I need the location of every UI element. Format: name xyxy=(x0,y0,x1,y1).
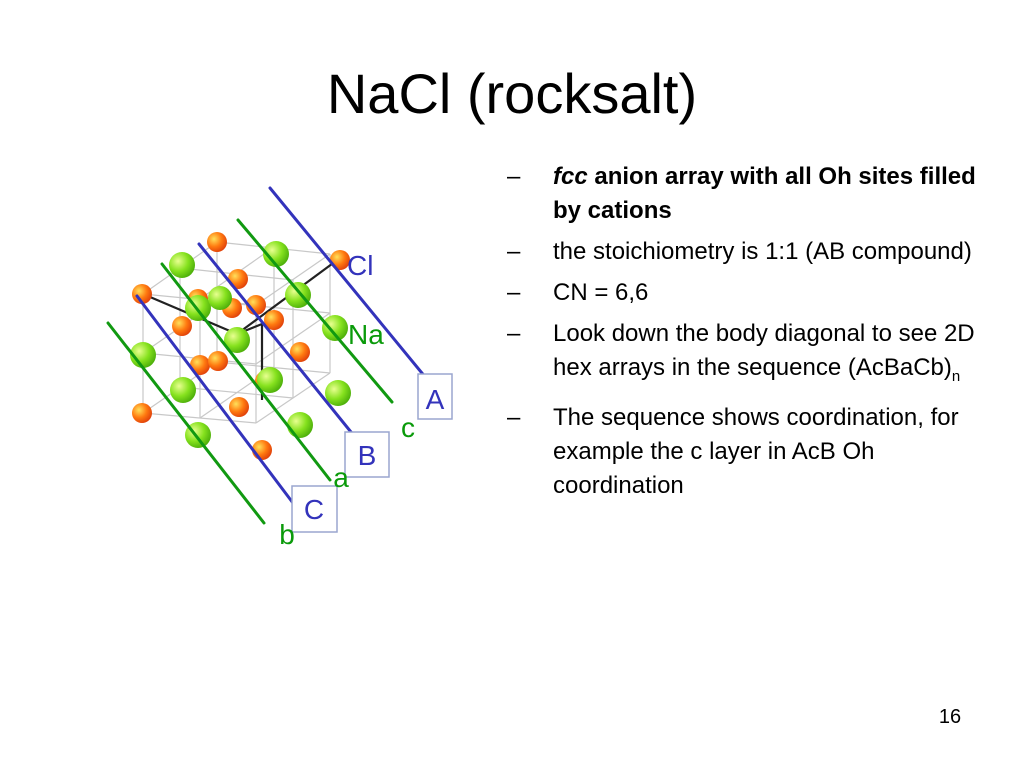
bullet-item-fcc: – fcc anion array with all Oh sites fille… xyxy=(494,160,994,228)
bullet-item-stoichiometry: – the stoichiometry is 1:1 (AB compound) xyxy=(494,235,994,269)
cl-label: Cl xyxy=(347,250,373,281)
bullet-text-body-diagonal: Look down the body diagonal to see 2D he… xyxy=(553,320,975,381)
bullet-dash: – xyxy=(507,163,521,190)
bullet-list: – fcc anion array with all Oh sites fille… xyxy=(494,160,994,510)
layer-line-B xyxy=(197,242,357,439)
bullet-text-stoichiometry: the stoichiometry is 1:1 (AB compound) xyxy=(553,238,972,265)
bullet-dash: – xyxy=(507,404,521,431)
bullet-dash: – xyxy=(507,238,521,265)
na-label: Na xyxy=(348,319,384,350)
bullet-item-body-diagonal: – Look down the body diagonal to see 2D h… xyxy=(494,317,994,394)
bullet-text-sequence: The sequence shows coordination, for exa… xyxy=(553,404,959,499)
layer-label-anion-C: C xyxy=(304,494,324,525)
layer-label-cation-a: a xyxy=(333,462,349,493)
bullet-dash: – xyxy=(507,279,521,306)
slide-title: NaCl (rocksalt) xyxy=(326,62,698,125)
layer-line-C xyxy=(135,294,298,509)
layer-line-c xyxy=(236,218,394,404)
layer-planes xyxy=(106,186,428,525)
layer-box-b xyxy=(344,431,390,478)
fcc-term: fcc xyxy=(553,163,588,190)
rocksalt-structure-diagram: Cl Na A B C c a b xyxy=(106,186,453,550)
bullet-item-sequence: – The sequence shows coordination, for ex… xyxy=(494,401,994,503)
layer-label-anion-B: B xyxy=(358,440,377,471)
layer-line-A xyxy=(268,186,428,380)
layer-line-a xyxy=(160,262,332,482)
layer-box-a xyxy=(417,373,453,420)
bullet-item-cn: – CN = 6,6 xyxy=(494,276,994,310)
layer-line-b xyxy=(106,321,266,525)
layer-label-cation-c: c xyxy=(401,412,415,443)
layer-box-c xyxy=(291,485,338,533)
bullet-dash: – xyxy=(507,320,521,347)
subscript-n: n xyxy=(951,368,961,385)
bullet-text-cn: CN = 6,6 xyxy=(553,279,649,306)
layer-label-anion-A: A xyxy=(426,384,445,415)
rocksalt-structure-figure: Cl Na A B C c a b xyxy=(0,160,480,580)
bullet-text-fcc: anion array with all Oh sites filled by … xyxy=(553,163,976,224)
page-number: 16 xyxy=(938,706,962,728)
layer-label-cation-b: b xyxy=(279,519,295,550)
